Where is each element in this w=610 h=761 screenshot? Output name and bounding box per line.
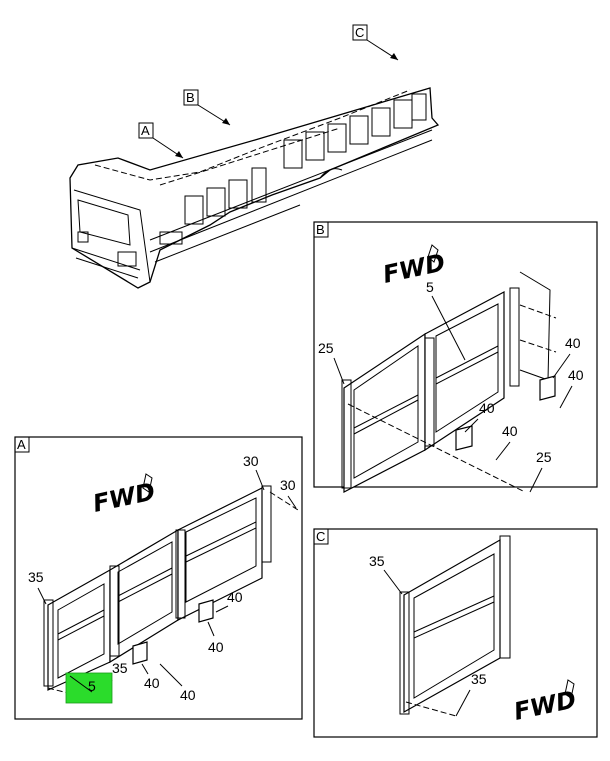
svg-text:FWD: FWD <box>380 248 447 288</box>
svg-text:25: 25 <box>536 449 552 465</box>
detail-panel-c: C 35 35 FWD <box>313 528 598 738</box>
svg-text:25: 25 <box>318 340 334 356</box>
svg-text:FWD: FWD <box>90 477 157 517</box>
window-frame-c <box>399 535 511 715</box>
svg-text:5: 5 <box>88 678 96 694</box>
svg-text:C: C <box>316 529 325 544</box>
svg-text:40: 40 <box>180 687 196 703</box>
fwd-arrow-b: FWD <box>380 244 448 289</box>
svg-text:35: 35 <box>471 671 487 687</box>
svg-text:A: A <box>141 123 150 138</box>
svg-text:B: B <box>316 222 325 237</box>
svg-text:35: 35 <box>112 660 128 676</box>
svg-text:C: C <box>355 25 364 40</box>
bus-windows <box>184 93 427 225</box>
callout-labels-b: 5 25 40 40 40 40 25 <box>318 279 584 493</box>
callout-c: C <box>352 24 399 61</box>
svg-text:40: 40 <box>208 639 224 655</box>
clip-parts-b <box>455 375 556 451</box>
svg-text:40: 40 <box>227 589 243 605</box>
svg-text:40: 40 <box>565 335 581 351</box>
svg-text:40: 40 <box>502 423 518 439</box>
svg-text:5: 5 <box>426 279 434 295</box>
callout-labels-a: 30 30 35 40 40 35 40 40 <box>28 453 297 703</box>
svg-text:40: 40 <box>568 367 584 383</box>
callout-labels-c: 35 35 <box>369 553 487 717</box>
svg-text:A: A <box>17 437 26 452</box>
fwd-arrow-a: FWD <box>90 473 158 518</box>
svg-text:35: 35 <box>369 553 385 569</box>
fwd-arrow-c: FWD <box>511 679 579 726</box>
svg-text:B: B <box>186 90 195 105</box>
callout-a: A <box>138 122 184 159</box>
svg-text:40: 40 <box>144 675 160 691</box>
svg-text:30: 30 <box>243 453 259 469</box>
bus-overview: C B A <box>69 24 440 289</box>
window-frames-a <box>43 485 272 691</box>
clip-parts-a <box>132 599 214 665</box>
callout-b: B <box>183 89 231 126</box>
detail-panel-a: A FWD <box>14 436 303 720</box>
window-frames-b <box>341 271 557 493</box>
svg-text:FWD: FWD <box>511 685 578 725</box>
svg-text:30: 30 <box>280 477 296 493</box>
svg-text:35: 35 <box>28 569 44 585</box>
svg-text:40: 40 <box>479 400 495 416</box>
detail-panel-b: B FWD <box>313 221 598 493</box>
highlight-part-5[interactable]: 5 <box>65 672 113 704</box>
